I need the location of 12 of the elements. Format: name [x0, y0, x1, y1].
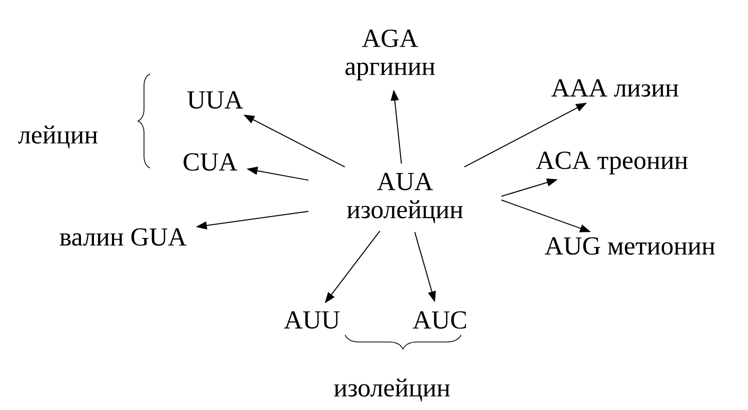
codon-text: CUA: [184, 153, 238, 171]
codon-text: AUG метионин: [544, 237, 715, 255]
group-label: лейцин: [18, 126, 98, 148]
codon-text: UUA: [187, 91, 243, 109]
codon-text: AUA изолейцин: [347, 172, 463, 224]
codon-text: AUU: [284, 311, 340, 329]
codon-text: ACA треонин: [536, 152, 688, 174]
group-label: изолейцин: [334, 378, 450, 402]
codon-text: валин GUA: [60, 228, 186, 246]
codon-text: AAA лизин: [551, 79, 678, 97]
codon-text: AGA аргинин: [345, 30, 435, 80]
codon-text: AUC: [412, 311, 466, 329]
